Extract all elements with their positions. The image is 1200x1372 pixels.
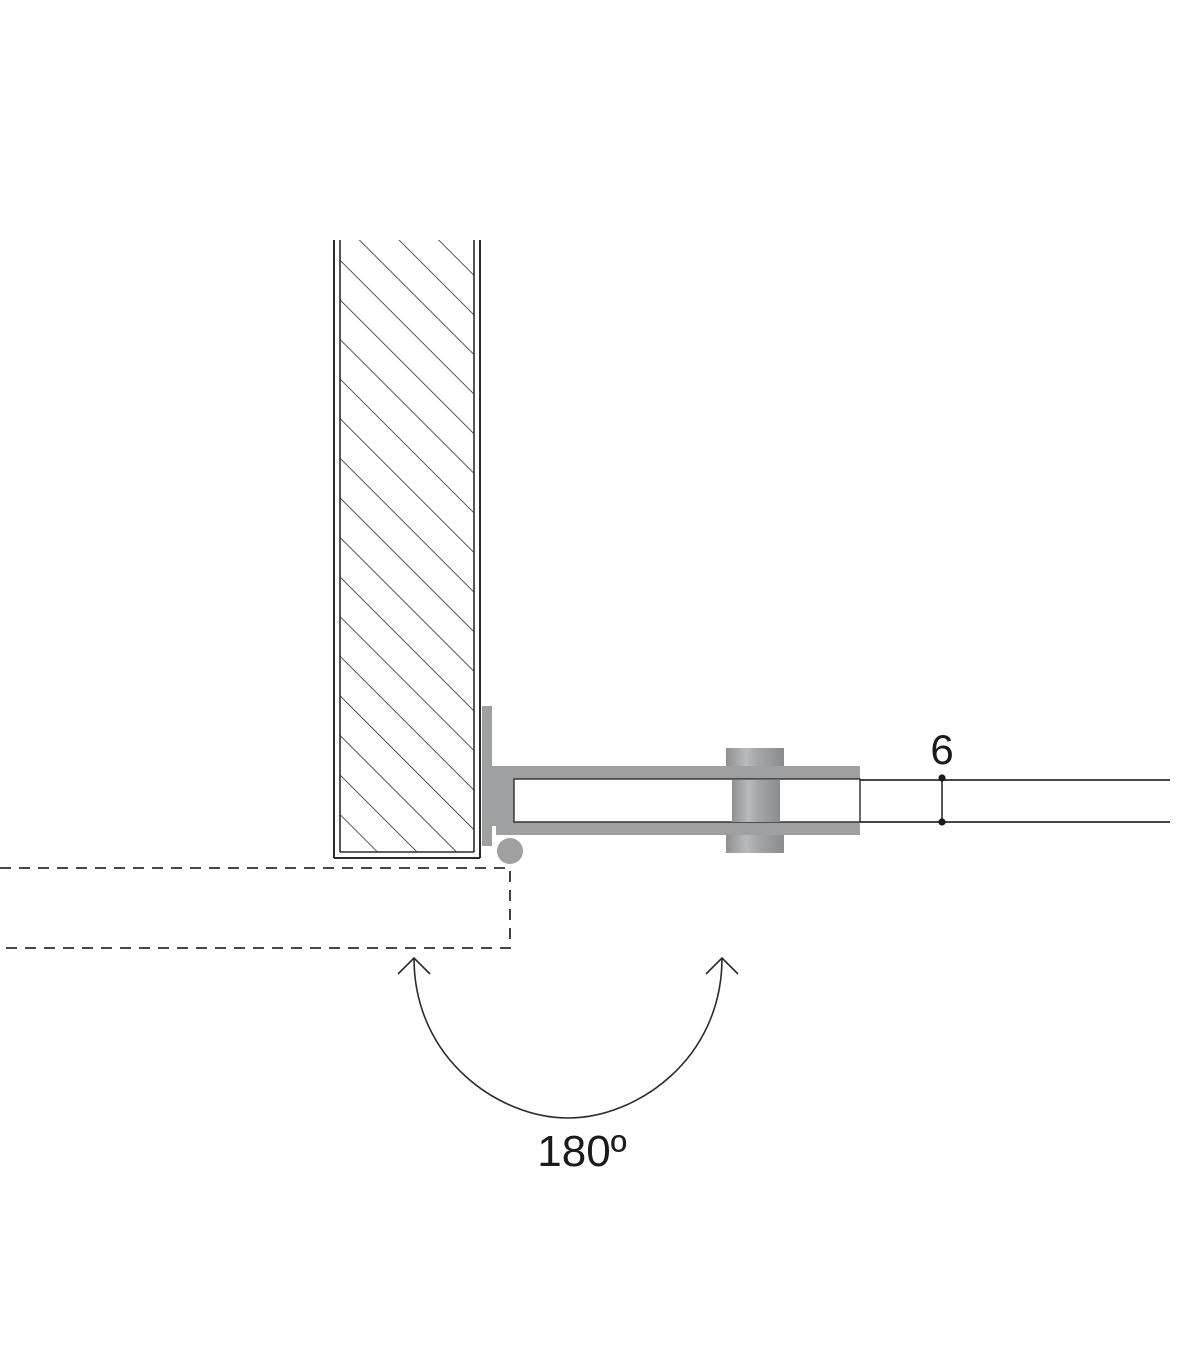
arrow-left-head <box>397 956 431 975</box>
clamp-bolt <box>726 748 784 853</box>
wall-panel <box>333 240 481 859</box>
hinge-leaf <box>482 706 498 846</box>
hinge-knuckle <box>497 838 523 864</box>
thickness-dimension <box>938 774 946 826</box>
glass-panel <box>860 779 1170 823</box>
open-position-outline <box>0 867 511 949</box>
rotation-arc <box>413 957 723 1119</box>
rotation-angle-label: 180º <box>537 1127 626 1176</box>
arrow-right-head <box>705 956 739 975</box>
thickness-label: 6 <box>930 726 953 773</box>
glass-clamp <box>496 766 861 835</box>
